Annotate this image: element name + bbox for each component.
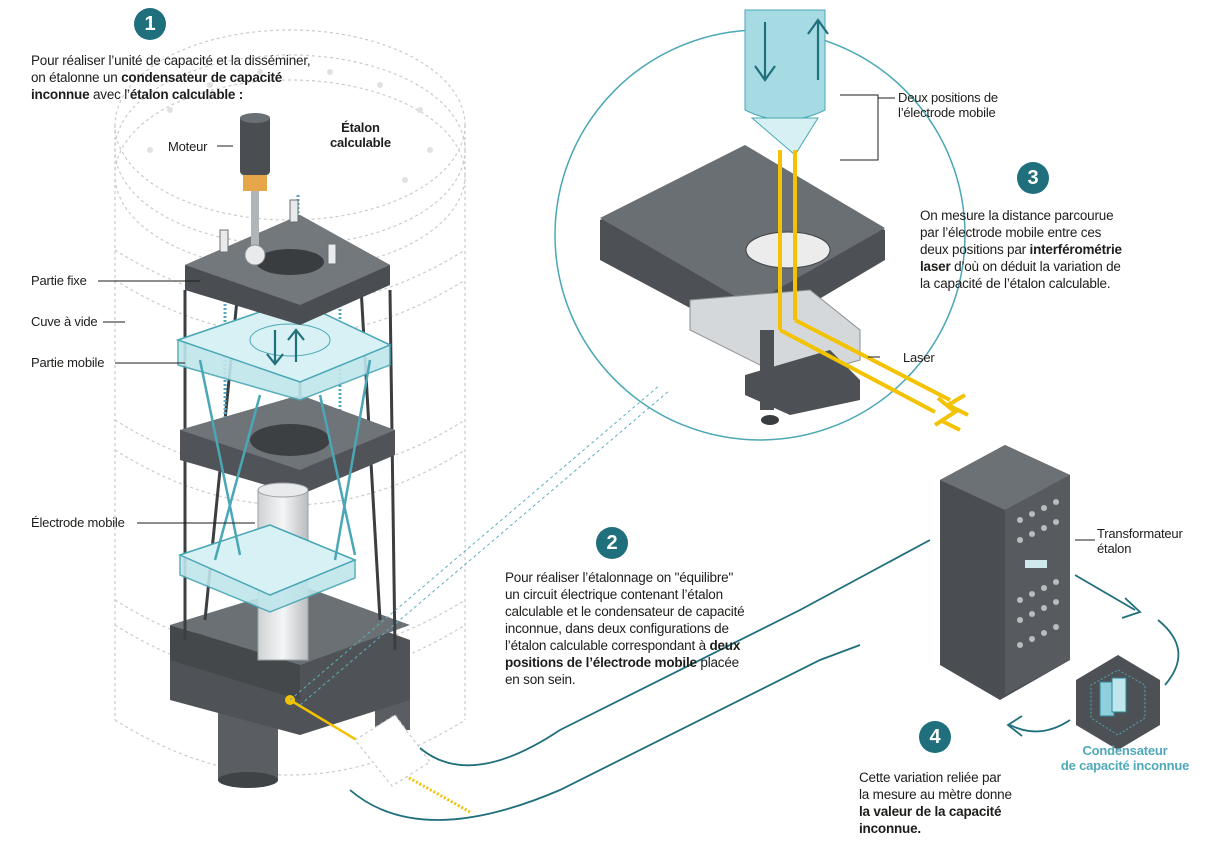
step-2-line-6: placée (696, 655, 739, 670)
label-deux-positions-line-2: l’électrode mobile (898, 105, 996, 120)
step-3-line-4-bold: laser (920, 259, 951, 274)
step-1-text: Pour réaliser l’unité de capacité et la … (31, 52, 371, 103)
calculable-standard-apparatus (170, 113, 471, 814)
step-2-line-3: calculable et le condensateur de capacit… (505, 604, 745, 619)
step-2-line-6-bold: positions de l’électrode mobile (505, 655, 697, 670)
label-condensateur: Condensateur de capacité inconnue (1058, 743, 1192, 773)
label-transformateur-line-1: Transformateur (1097, 526, 1183, 541)
step-3-line-3: deux positions par (920, 242, 1030, 257)
step-2-line-5: l’étalon calculable correspondant à (505, 638, 710, 653)
label-partie-mobile: Partie mobile (31, 355, 105, 370)
label-partie-fixe: Partie fixe (31, 273, 87, 288)
label-laser: Laser (903, 350, 935, 365)
step-1-line-3-bold: inconnue (31, 87, 90, 102)
step-2-badge: 2 (596, 527, 628, 559)
label-moteur: Moteur (168, 139, 208, 154)
standard-transformer-rack (940, 445, 1095, 700)
step-3-line-1: On mesure la distance parcourue (920, 208, 1114, 223)
step-4-text: Cette variation reliée par la mesure au … (859, 769, 1059, 837)
step-2-line-7: en son sein. (505, 672, 576, 687)
step-1-line-2-bold: condensateur de capacité (121, 70, 283, 85)
step-3-line-5: la capacité de l’étalon calculable. (920, 276, 1111, 291)
step-1-line-3: avec l’ (89, 87, 130, 102)
label-deux-positions: Deux positions de l’électrode mobile (898, 90, 998, 120)
label-transformateur-line-2: étalon (1097, 541, 1132, 556)
label-etalon: Étalon calculable (330, 120, 391, 150)
label-condensateur-line-2: de capacité inconnue (1060, 758, 1190, 773)
label-deux-positions-line-1: Deux positions de (898, 90, 998, 105)
step-2-line-1: Pour réaliser l’étalonnage on "équilibre… (505, 570, 734, 585)
step-1-line-3-bold2: étalon calculable : (129, 87, 244, 102)
step-3-line-3-bold: interférométrie (1029, 242, 1122, 257)
step-4-line-4-bold: inconnue. (859, 821, 921, 836)
step-4-badge: 4 (919, 721, 951, 753)
unknown-capacitor (1076, 655, 1160, 750)
step-3-line-2: par l’électrode mobile entre ces (920, 225, 1102, 240)
step-2-line-2: un circuit électrique contenant l’étalon (505, 587, 723, 602)
step-2-line-4: inconnue, dans deux configurations de (505, 621, 729, 636)
step-2-line-5-bold: deux (709, 638, 741, 653)
label-etalon-line-2: calculable (330, 135, 391, 150)
label-cuve: Cuve à vide (31, 314, 98, 329)
zoom-detail (554, 9, 969, 441)
label-transformateur: Transformateur étalon (1097, 526, 1183, 556)
label-etalon-line-1: Étalon (341, 120, 380, 135)
step-2-text: Pour réaliser l’étalonnage on "équilibre… (505, 569, 805, 688)
step-3-text: On mesure la distance parcourue par l’él… (920, 207, 1170, 292)
label-electrode: Électrode mobile (31, 515, 125, 530)
step-1-badge: 1 (134, 8, 166, 40)
step-4-line-1: Cette variation reliée par (859, 770, 1001, 785)
label-condensateur-line-1: Condensateur (1082, 743, 1168, 758)
step-1-line-1: Pour réaliser l’unité de capacité et la … (31, 53, 311, 68)
step-4-line-3-bold: la valeur de la capacité (859, 804, 1002, 819)
step-4-line-2: la mesure au mètre donne (859, 787, 1012, 802)
step-3-line-4: d’où on déduit la variation de (950, 259, 1121, 274)
step-3-badge: 3 (1017, 162, 1049, 194)
step-1-line-2: on étalonne un (31, 70, 122, 85)
